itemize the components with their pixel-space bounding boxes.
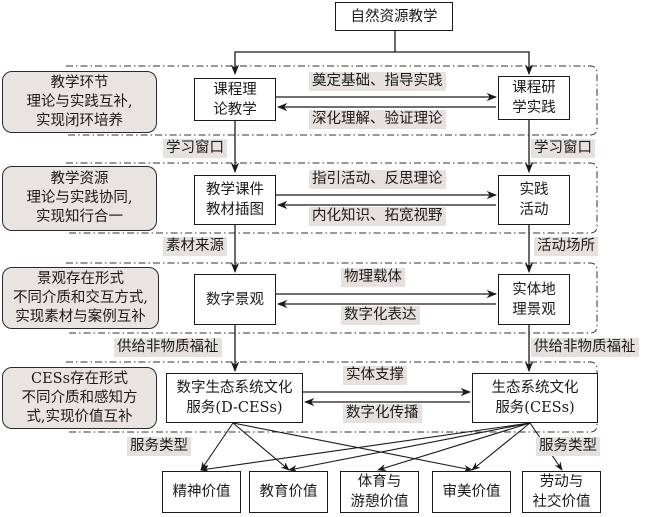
- value-node-recreation: 体育与 游憩价值: [340, 471, 419, 513]
- connector-label: 供给非物质福祉: [114, 338, 222, 357]
- value-node-spiritual: 精神价值: [162, 471, 241, 513]
- layer-frame-3: [66, 262, 598, 334]
- title-edge: [230, 30, 396, 76]
- value-link: [288, 422, 531, 472]
- layer-frame-1: [66, 65, 598, 136]
- value-link: [377, 422, 531, 472]
- value-link: [232, 422, 290, 471]
- edge-label-backward: 数字化表达: [341, 306, 420, 325]
- side-label-teaching-resources: 教学资源 理论与实践协同, 实现知行合一: [2, 166, 157, 231]
- edge-label-forward: 实体支撑: [343, 366, 407, 385]
- connector-label: 服务类型: [127, 437, 191, 456]
- connector-label: 活动场所: [534, 237, 598, 256]
- node-digital-landscape: 数字景观: [194, 274, 276, 325]
- value-node-educational: 教育价值: [249, 471, 328, 513]
- value-link: [200, 422, 234, 471]
- edge-label-backward: 内化知识、拓宽视野: [309, 207, 446, 226]
- value-link: [471, 422, 531, 471]
- side-label-landscape-form: 景观存在形式 不同介质和交互方式, 实现素材与案例互补: [2, 267, 159, 329]
- value-link: [232, 422, 473, 472]
- node-ces: 生态系统文化 服务(CESs): [472, 373, 598, 423]
- layer-frame-4: [66, 361, 598, 433]
- value-links: [200, 422, 563, 473]
- node-physical-landscape: 实体地 理景观: [498, 274, 570, 325]
- node-practice-activity: 实践 活动: [498, 175, 570, 225]
- connector-label: 素材来源: [163, 237, 227, 256]
- layer-frame-2: [66, 162, 598, 234]
- value-link: [200, 422, 531, 473]
- edge-label-backward: 深化理解、验证理论: [309, 110, 446, 129]
- title-edge: [395, 51, 534, 76]
- node-courseware: 教学课件 教材插图: [194, 175, 276, 225]
- edge-label-forward: 物理载体: [341, 268, 405, 287]
- node-course-theory: 课程理 论教学: [194, 78, 276, 121]
- side-label-ces-form: CESs存在形式 不同介质和感知方 式,实现价值互补: [2, 367, 157, 429]
- value-node-labor-social: 劳动与 社交价值: [522, 471, 601, 513]
- connector-label: 服务类型: [536, 437, 600, 456]
- value-node-aesthetic: 审美价值: [432, 471, 511, 513]
- connector-label: 学习窗口: [163, 139, 227, 158]
- node-d-ces: 数字生态系统文化 服务(D-CESs): [166, 373, 303, 423]
- edge-label-forward: 指引活动、反思理论: [309, 170, 446, 189]
- edge-label-forward: 奠定基础、指导实践: [309, 72, 446, 91]
- edge-label-backward: 数字化传播: [343, 404, 422, 423]
- side-label-teaching-stage: 教学环节 理论与实践互补, 实现闭环培养: [2, 71, 157, 133]
- connector-label: 供给非物质福祉: [531, 338, 639, 357]
- connector-label: 学习窗口: [531, 139, 595, 158]
- title-node: 自然资源教学: [335, 2, 453, 31]
- node-course-practice: 课程研 学实践: [498, 76, 570, 120]
